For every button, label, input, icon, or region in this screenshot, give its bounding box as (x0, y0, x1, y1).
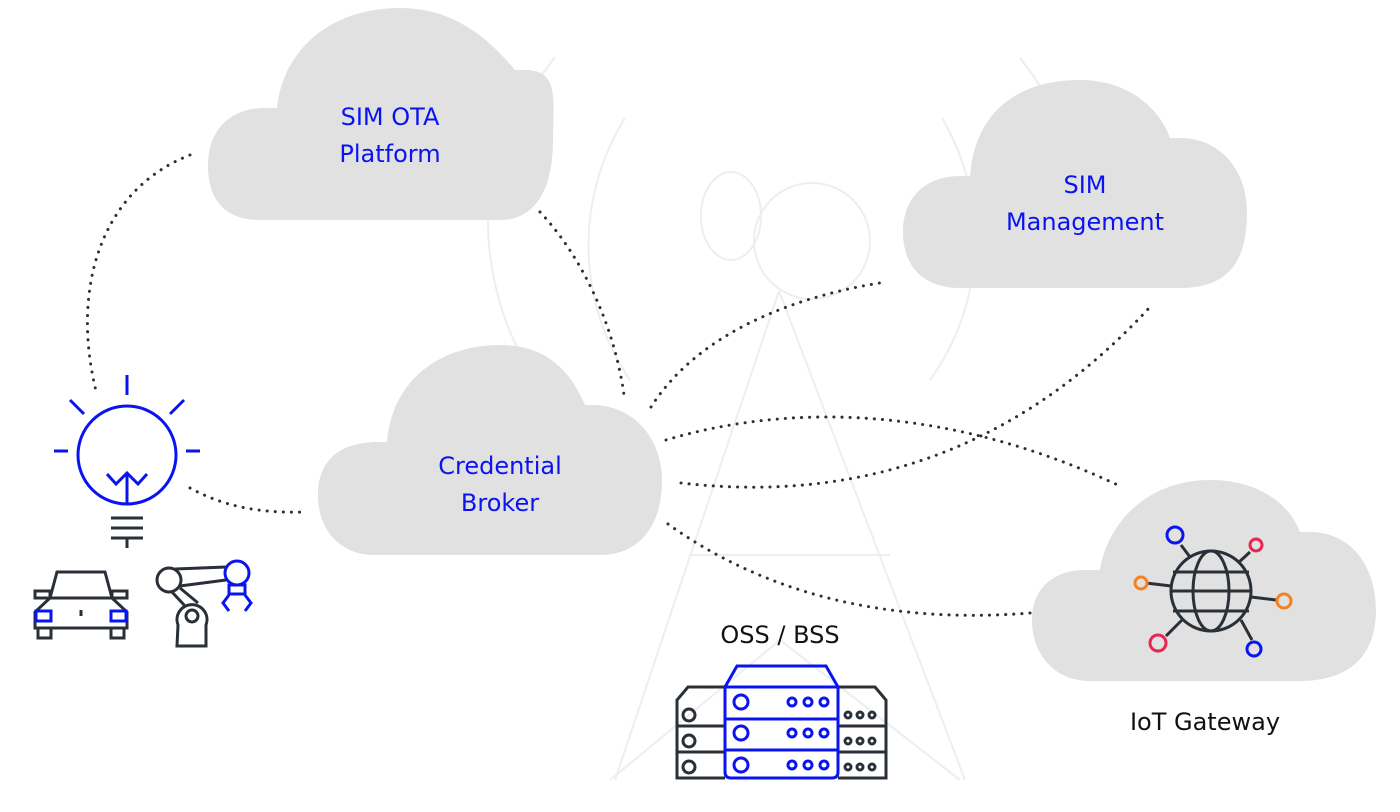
connection-credential-broker-sim-management-upper (649, 280, 888, 409)
network-node-icon (1245, 640, 1263, 658)
node-credential-broker: Credential Broker (400, 448, 600, 522)
network-node-icon (1148, 633, 1168, 653)
lightbulb-base-icon (111, 516, 143, 548)
node-label-line1: SIM OTA (340, 103, 440, 131)
node-label-line1: Credential (438, 452, 562, 480)
node-label-line2: Broker (460, 489, 540, 517)
cloud-sim-management (903, 80, 1247, 288)
connection-devices-credential-broker (188, 486, 307, 514)
network-node-icon (1275, 592, 1293, 610)
node-label-line1: SIM (1063, 171, 1107, 199)
network-node-icon (1165, 525, 1185, 545)
node-sim-ota-platform: SIM OTA Platform (290, 99, 490, 173)
dotted-connections (85, 153, 1152, 617)
network-node-icon (1133, 575, 1149, 591)
connection-devices-sim-ota (85, 153, 192, 397)
connection-credential-broker-iot-gateway-upper (664, 415, 1124, 489)
node-oss-bss-label: OSS / BSS (720, 621, 840, 649)
server-rack-icon (675, 664, 888, 780)
node-iot-gateway-label: IoT Gateway (1129, 708, 1281, 736)
node-label-line2: Management (1005, 208, 1165, 236)
globe-network-icon (1133, 525, 1293, 658)
network-node-icon (1248, 537, 1264, 553)
connection-credential-broker-iot-gateway-lower (666, 522, 1032, 617)
node-label-line2: Platform (339, 140, 441, 168)
connection-credential-broker-sim-management-lower (679, 305, 1152, 489)
node-sim-management: SIM Management (960, 167, 1210, 241)
robotic-arm-icon (155, 559, 253, 648)
connection-sim-ota-credential-broker (538, 210, 626, 397)
car-icon (33, 570, 129, 640)
cloud-sim-ota (208, 8, 554, 220)
lightbulb-icon (54, 375, 200, 506)
cloud-iot-gateway (1032, 480, 1376, 681)
cloud-credential-broker (318, 345, 662, 555)
